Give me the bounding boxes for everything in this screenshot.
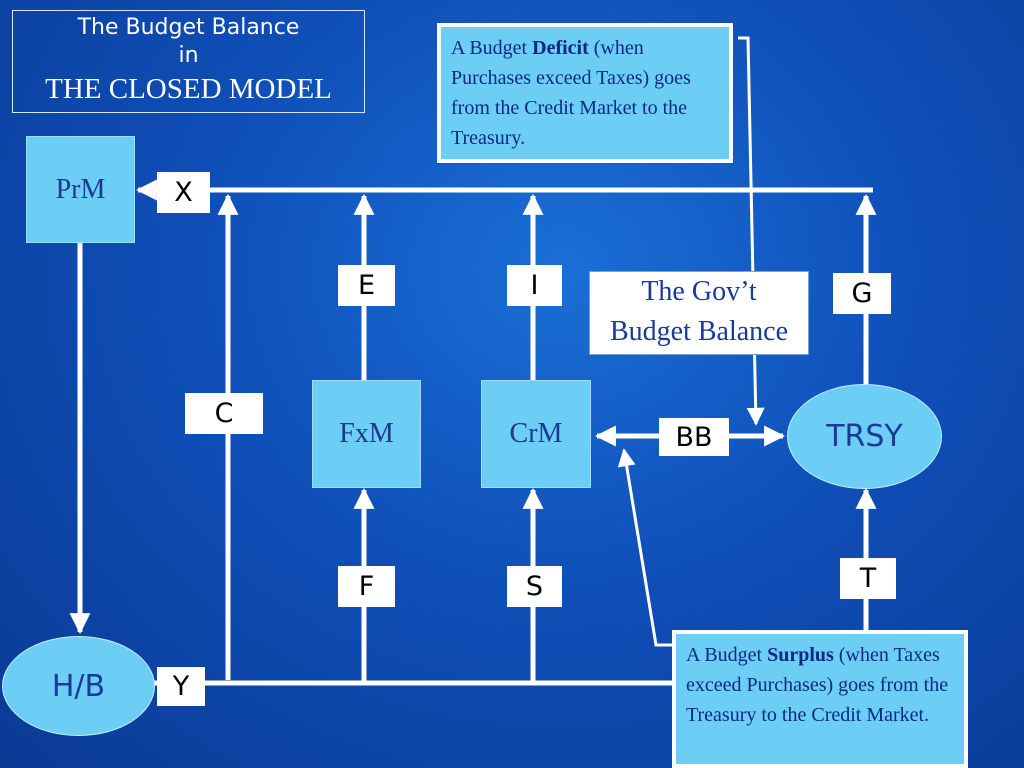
label-g: G xyxy=(833,273,891,314)
title-line-2: in xyxy=(178,43,199,68)
label-y: Y xyxy=(157,667,205,706)
title-line-1: The Budget Balance xyxy=(77,15,300,40)
deficit-pointer xyxy=(738,36,765,426)
label-c: C xyxy=(185,393,263,434)
node-prm: PrM xyxy=(26,136,135,243)
label-bb: BB xyxy=(659,418,729,456)
label-t: T xyxy=(840,558,896,599)
gov-box-line-2: Budget Balance xyxy=(609,316,789,347)
gov-box-line-1: The Gov’t xyxy=(641,276,757,307)
label-i: I xyxy=(507,265,562,306)
gov-budget-balance-box: The Gov’t Budget Balance xyxy=(589,271,809,355)
surplus-note: A Budget Surplus (when Taxes exceed Purc… xyxy=(672,630,968,768)
title-box: The Budget Balance in THE CLOSED MODEL xyxy=(12,10,365,113)
deficit-note-prefix: A Budget xyxy=(451,37,533,59)
title-line-3: THE CLOSED MODEL xyxy=(45,73,332,105)
node-crm: CrM xyxy=(481,380,591,488)
deficit-note-suffix: (when Purchases exceed Taxes) goes from … xyxy=(451,37,691,149)
node-trsy: TRSY xyxy=(787,384,942,489)
deficit-note-bold: Deficit xyxy=(532,37,589,59)
surplus-note-prefix: A Budget xyxy=(686,644,768,666)
label-s: S xyxy=(507,566,562,607)
deficit-note: A Budget Deficit (when Purchases exceed … xyxy=(437,23,733,163)
surplus-note-suffix: (when Taxes exceed Purchases) goes from … xyxy=(686,644,949,726)
label-f: F xyxy=(338,566,395,607)
surplus-note-bold: Surplus xyxy=(767,644,834,666)
surplus-pointer xyxy=(617,448,676,647)
node-hb: H/B xyxy=(2,636,155,736)
node-fxm: FxM xyxy=(312,380,421,488)
label-x: X xyxy=(157,172,210,213)
label-e: E xyxy=(338,265,395,306)
